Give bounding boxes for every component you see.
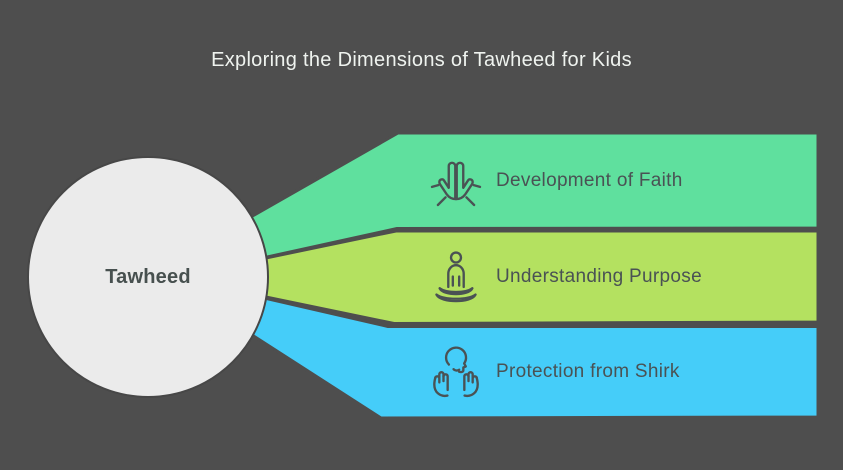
band-item-understanding-purpose: Understanding Purpose (427, 248, 702, 306)
center-circle-label: Tawheed (105, 265, 191, 288)
band-item-protection-from-shirk: Protection from Shirk (427, 343, 680, 401)
page-title: Exploring the Dimensions of Tawheed for … (211, 49, 632, 71)
band-item-development-of-faith: Development of Faith (427, 152, 683, 210)
band-label: Understanding Purpose (496, 266, 702, 287)
meditation-icon (427, 248, 485, 306)
band-label: Development of Faith (496, 170, 683, 191)
band-label: Protection from Shirk (496, 361, 680, 382)
protective-hands-icon (427, 343, 485, 401)
center-circle: Tawheed (27, 156, 269, 398)
praying-hands-icon (427, 152, 485, 210)
